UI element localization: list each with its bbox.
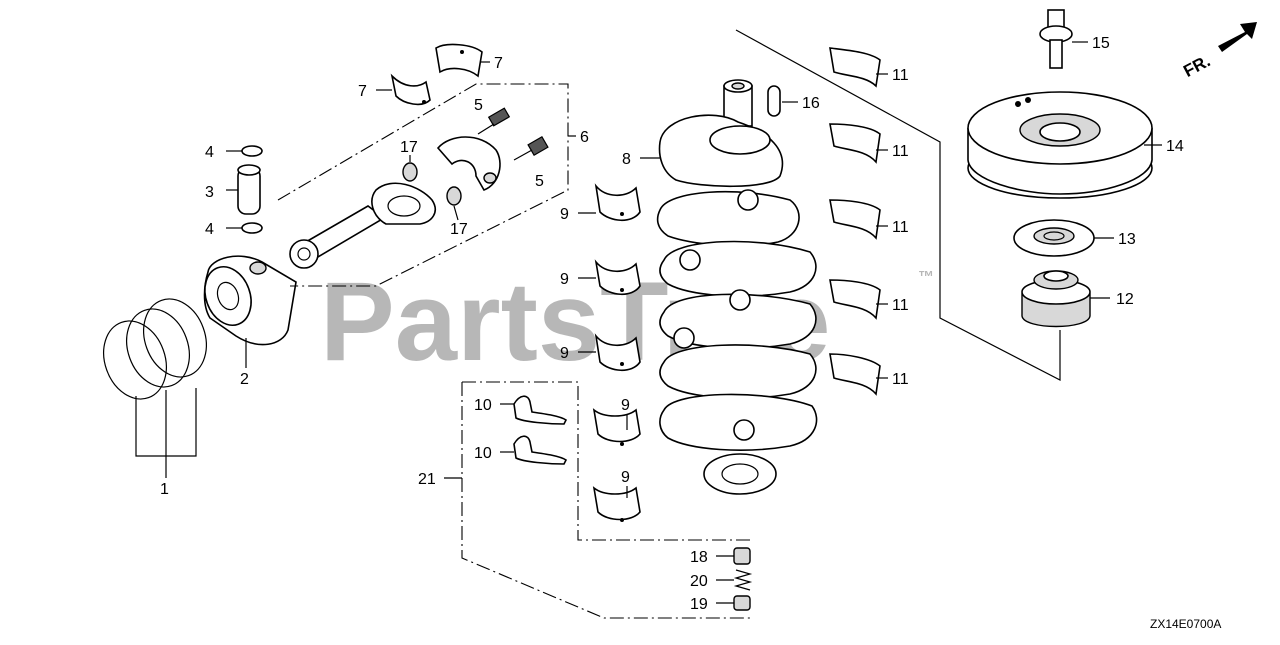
callout-3: 3 [205, 184, 214, 201]
callout-6: 6 [580, 129, 589, 146]
conrod-group-outline [277, 83, 569, 287]
crankshaft [640, 79, 818, 495]
pulley-bolt [1039, 9, 1088, 69]
callout-7-upper: 7 [494, 55, 503, 72]
diagram-code: ZX14E0700A [1150, 617, 1221, 631]
rod-bearing-upper [435, 43, 490, 78]
oil-jet-spring [716, 569, 753, 591]
callout-9-e: 9 [621, 469, 630, 486]
callout-1: 1 [160, 481, 169, 498]
main-bearing-1 [578, 183, 641, 222]
callout-5-upper: 5 [474, 97, 483, 114]
callout-20: 20 [690, 573, 708, 590]
rod-bearing-lower [376, 73, 431, 106]
callout-12: 12 [1116, 291, 1134, 308]
callout-9-b: 9 [560, 271, 569, 288]
main-bearing-4 [592, 408, 641, 446]
callout-13: 13 [1118, 231, 1136, 248]
thrust-washer-upper [500, 395, 568, 425]
callout-16: 16 [802, 95, 820, 112]
main-bearing-3 [578, 333, 641, 372]
callout-2: 2 [240, 371, 249, 388]
woodruff-key [767, 85, 798, 117]
crankshaft-gear [1021, 270, 1110, 328]
upper-main-bearing-5 [829, 353, 888, 396]
callout-11-b: 11 [892, 143, 909, 160]
callout-14: 14 [1166, 138, 1184, 155]
dowel-pin-lower [446, 186, 462, 221]
connecting-rod-cap [436, 136, 501, 191]
thrust-washer-lower [500, 435, 568, 465]
callout-19: 19 [690, 596, 708, 613]
connecting-rod [289, 182, 436, 269]
front-direction-indicator: FR. [1180, 22, 1257, 81]
crank-gear-outline [735, 29, 1061, 381]
dowel-pin-upper [402, 155, 418, 182]
callout-9-c: 9 [560, 345, 569, 362]
upper-main-bearing-4 [829, 279, 888, 320]
conrod-bolt-lower [513, 135, 549, 161]
callout-18: 18 [690, 549, 708, 566]
callout-9-d: 9 [621, 397, 630, 414]
upper-main-bearing-2 [829, 123, 888, 164]
timing-pulley [1013, 219, 1114, 257]
callout-15: 15 [1092, 35, 1110, 52]
oil-jet-cap [716, 547, 751, 565]
upper-main-bearing-1 [829, 47, 888, 88]
upper-main-bearing-3 [829, 199, 888, 240]
main-bearing-group-outline [462, 381, 754, 541]
main-bearing-2 [578, 259, 641, 296]
callout-4-lower: 4 [205, 221, 214, 238]
piston [203, 255, 297, 368]
thrust-group-outline [461, 382, 752, 619]
piston-pin-clip-upper [226, 145, 263, 157]
piston-ring-set [103, 298, 207, 478]
main-bearing-5 [592, 486, 641, 522]
callout-11-c: 11 [892, 219, 909, 236]
callout-11-a: 11 [892, 67, 909, 84]
conrod-bolt-upper [477, 107, 511, 135]
callout-17-upper: 17 [400, 139, 418, 156]
piston-pin-clip-lower [226, 222, 263, 234]
callout-5-lower: 5 [535, 173, 544, 190]
callout-7-lower: 7 [358, 83, 367, 100]
piston-pin [226, 164, 261, 215]
callouts: 1 2 3 4 4 5 5 6 7 7 8 9 9 9 9 9 10 10 11… [160, 35, 1184, 613]
oil-jet-bolt [716, 595, 751, 611]
callout-10-lower: 10 [474, 445, 492, 462]
direction-arrow-icon [1218, 22, 1257, 52]
crankshaft-pulley [967, 91, 1162, 199]
callout-10-upper: 10 [474, 397, 492, 414]
watermark-trademark: ™ [918, 269, 934, 286]
callout-8: 8 [622, 151, 631, 168]
callout-11-e: 11 [892, 371, 909, 388]
callout-21: 21 [418, 471, 436, 488]
callout-4-upper: 4 [205, 144, 214, 161]
direction-label: FR. [1180, 51, 1213, 81]
callout-17-lower: 17 [450, 221, 468, 238]
callout-11-d: 11 [892, 297, 909, 314]
callout-9-a: 9 [560, 206, 569, 223]
